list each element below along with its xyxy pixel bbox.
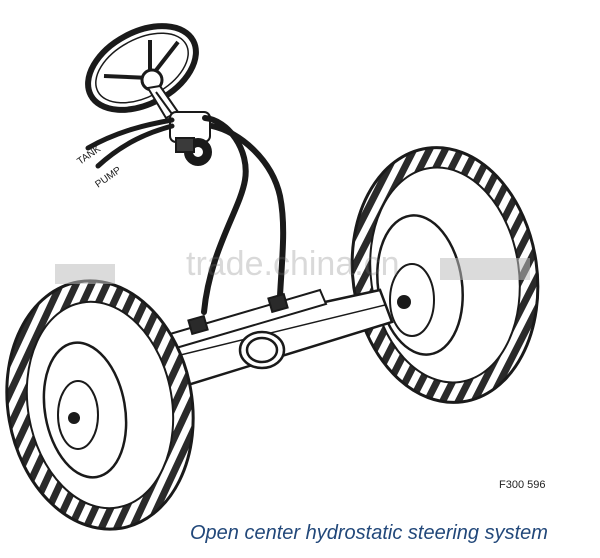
hydraulic-hoses bbox=[85, 115, 287, 315]
pump-label: PUMP bbox=[93, 165, 123, 191]
watermark: trade.china.cn bbox=[186, 245, 400, 283]
steering-wheel bbox=[85, 23, 199, 113]
watermark-bars bbox=[55, 258, 530, 284]
figure-caption: Open center hydrostatic steering system bbox=[190, 522, 548, 544]
left-wheel bbox=[5, 279, 195, 531]
figure-code: F300 596 bbox=[499, 479, 546, 491]
